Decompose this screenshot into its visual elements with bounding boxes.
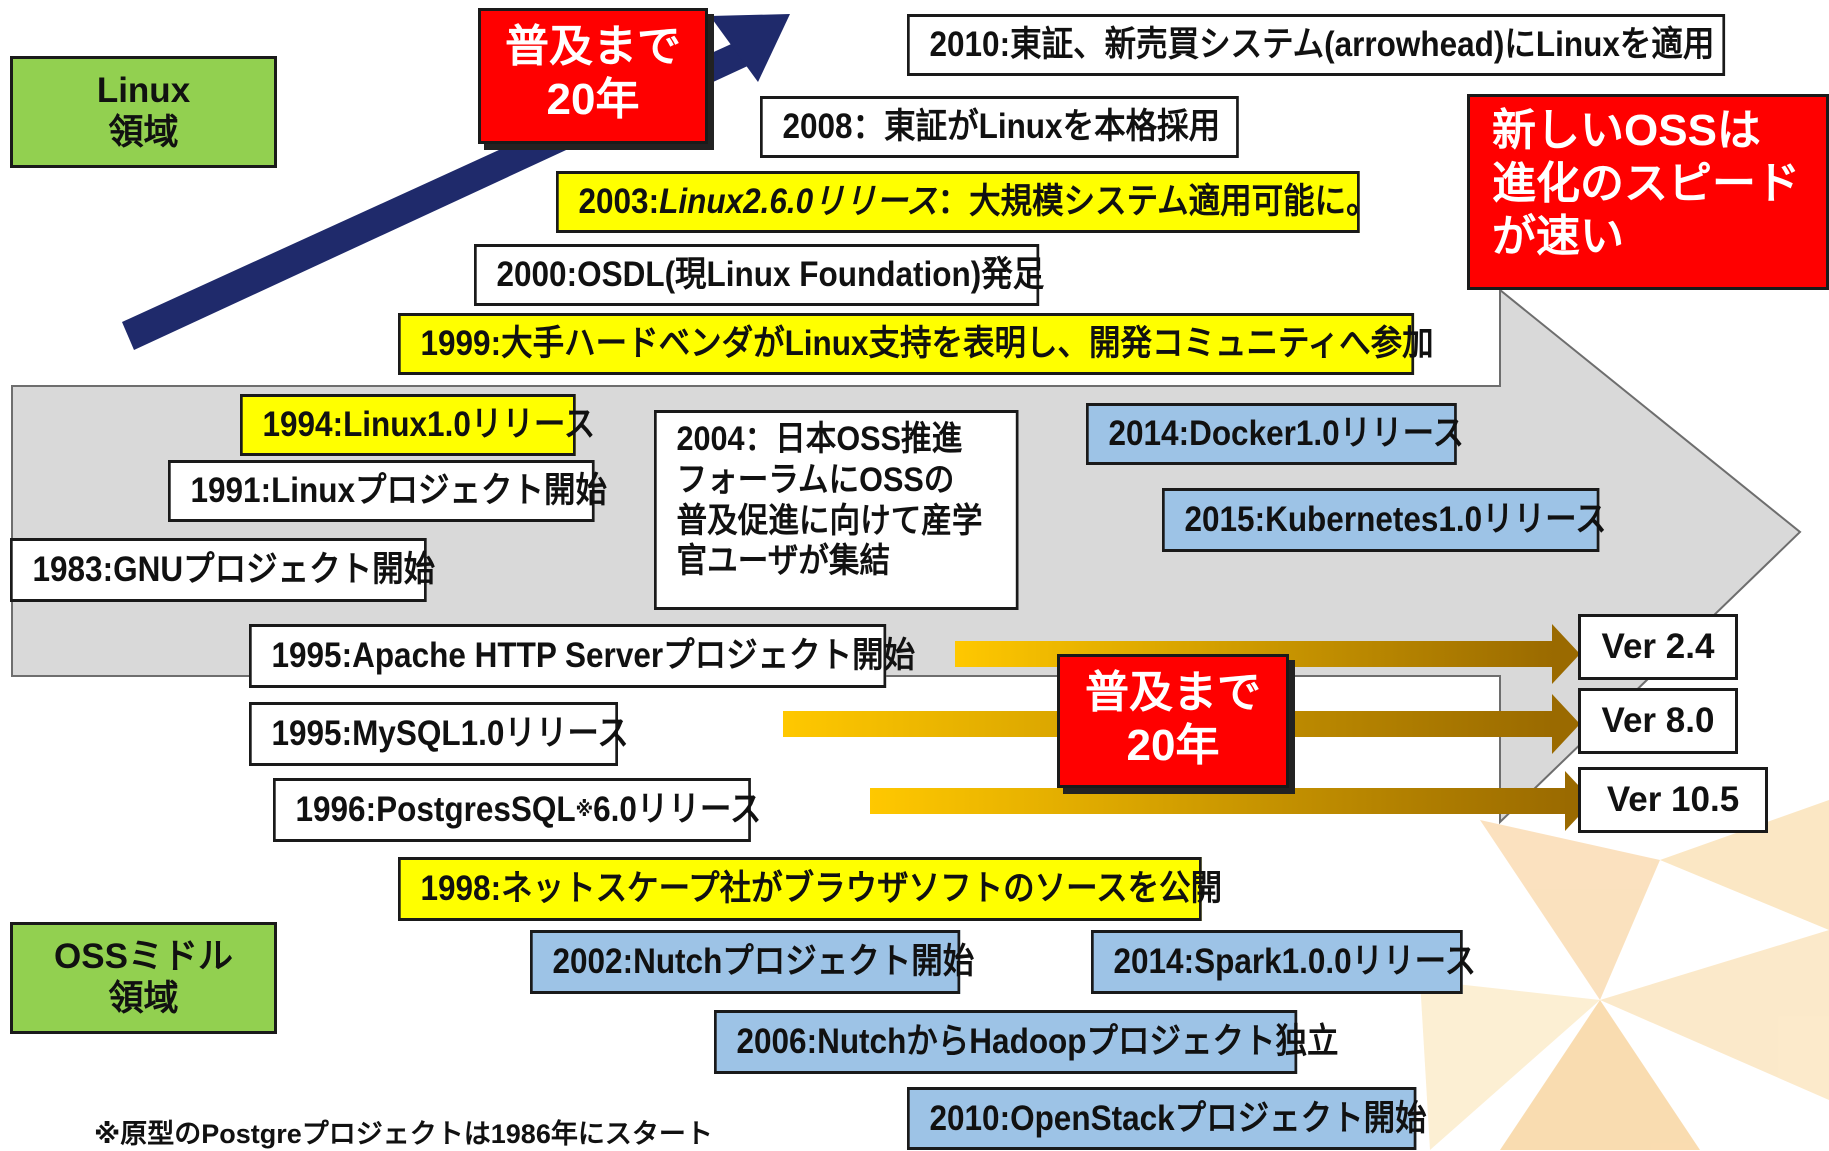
version-postgres: Ver 10.5 [1578, 767, 1768, 833]
pinwheel-decoration [1420, 800, 1829, 1150]
oss-speed-callout: 新しいOSSは 進化のスピード が速い [1467, 94, 1829, 290]
event-1995-apache: 1995:Apache HTTP Serverプロジェクト開始 [249, 624, 915, 688]
postgres-footnote: ※原型のPostgreプロジェクトは1986年にスタート [94, 1119, 713, 1149]
event-2015-kubernetes: 2015:Kubernetes1.0リリース [1162, 488, 1607, 552]
postgres-label-pre: 1996:PostgresSQL [295, 790, 576, 829]
linux-adoption-callout: 普及まで 20年 [478, 8, 708, 144]
event-2010-openstack: 2010:OpenStackプロジェクト開始 [907, 1087, 1427, 1150]
event-2003-year: 2003: [578, 182, 660, 221]
event-2003-rest: ：大規模システム適用可能に。 [937, 182, 1378, 221]
event-1999-vendors-support: 1999:大手ハードベンダがLinux支持を表明し、開発コミュニティへ参加 [398, 313, 1434, 375]
event-2002-nutch: 2002:Nutchプロジェクト開始 [530, 930, 974, 994]
version-apache: Ver 2.4 [1578, 614, 1738, 680]
event-1998-netscape: 1998:ネットスケープ社がブラウザソフトのソースを公開 [398, 857, 1222, 921]
oss-middle-region-label: OSSミドル領域 [10, 922, 277, 1034]
event-1991-linux-project: 1991:Linuxプロジェクト開始 [168, 460, 607, 522]
event-2006-hadoop: 2006:NutchからHadoopプロジェクト独立 [714, 1010, 1339, 1074]
event-1983-gnu-project: 1983:GNUプロジェクト開始 [10, 538, 435, 602]
event-2003-linux-2-6: 2003: Linux2.6.0リリース ：大規模システム適用可能に。 [556, 171, 1378, 233]
event-2008-tse-linux: 2008：東証がLinuxを本格採用 [760, 96, 1239, 158]
event-2004-oss-forum: 2004：日本OSS推進 フォーラムにOSSの 普及促進に向けて産学 官ユーザが… [654, 410, 1019, 610]
postgres-label-post: 6.0リリース [593, 790, 762, 829]
event-1994-linux-1-0: 1994:Linux1.0リリース [240, 394, 595, 456]
postgres-footnote-mark: ※ [575, 799, 594, 821]
event-2014-spark: 2014:Spark1.0.0リリース [1091, 930, 1476, 994]
event-1995-mysql: 1995:MySQL1.0リリース [249, 702, 629, 766]
event-2003-release: Linux2.6.0リリース [659, 182, 938, 221]
event-2010-tse-arrowhead: 2010:東証、新売買システム(arrowhead)にLinuxを適用 [907, 14, 1726, 76]
event-2000-osdl: 2000:OSDL(現Linux Foundation)発足 [474, 244, 1044, 306]
event-2014-docker: 2014:Docker1.0リリース [1086, 403, 1464, 465]
version-mysql: Ver 8.0 [1578, 688, 1738, 754]
event-1996-postgres: 1996:PostgresSQL※6.0リリース [273, 778, 761, 842]
oss-adoption-callout: 普及まで 20年 [1057, 654, 1289, 788]
